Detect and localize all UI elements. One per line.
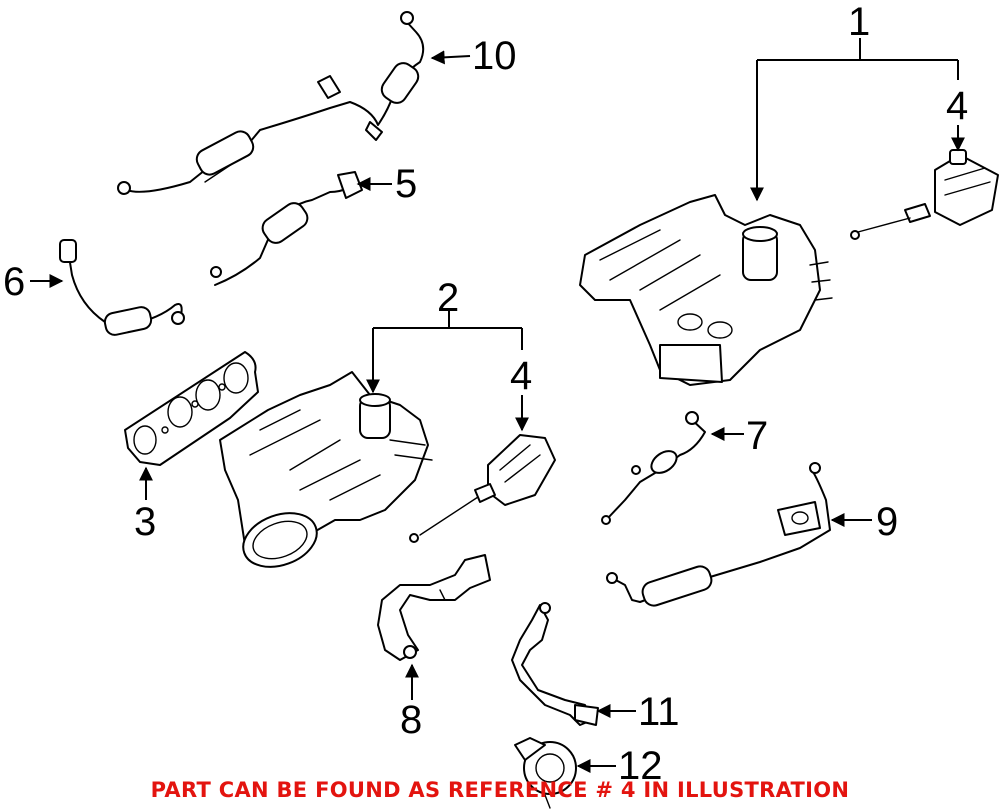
leader-lines — [30, 38, 965, 773]
callout-8: 8 — [400, 698, 423, 742]
callout-6: 6 — [3, 260, 26, 304]
callout-9: 9 — [876, 500, 899, 544]
part-10-oil-feed-line — [117, 11, 425, 195]
part-5-coolant-line — [210, 171, 363, 286]
callout-12: 12 — [618, 744, 663, 788]
callout-7: 7 — [746, 414, 769, 458]
part-12-component — [514, 737, 577, 809]
callout-4-lower: 4 — [510, 354, 533, 398]
part-7-turbo-line — [601, 411, 706, 525]
callout-4-upper: 4 — [946, 84, 969, 128]
reference-note: PART CAN BE FOUND AS REFERENCE # 4 IN IL… — [150, 778, 850, 802]
part-2-turbocharger-left — [219, 371, 433, 568]
callout-2: 2 — [437, 276, 460, 320]
part-4-actuator-upper — [850, 149, 999, 240]
callout-3: 3 — [134, 500, 157, 544]
callout-11: 11 — [638, 690, 680, 734]
part-1-turbocharger-right — [579, 194, 833, 386]
callout-10: 10 — [472, 34, 517, 78]
part-6-oil-return-line — [59, 239, 185, 336]
part-4-actuator-lower — [409, 434, 556, 543]
callout-5: 5 — [395, 162, 418, 206]
part-3-manifold-gasket — [124, 351, 259, 466]
part-9-oil-line — [606, 462, 831, 607]
part-8-coolant-hose — [377, 554, 491, 661]
part-11-coolant-line — [511, 602, 599, 726]
callout-1: 1 — [848, 0, 871, 44]
